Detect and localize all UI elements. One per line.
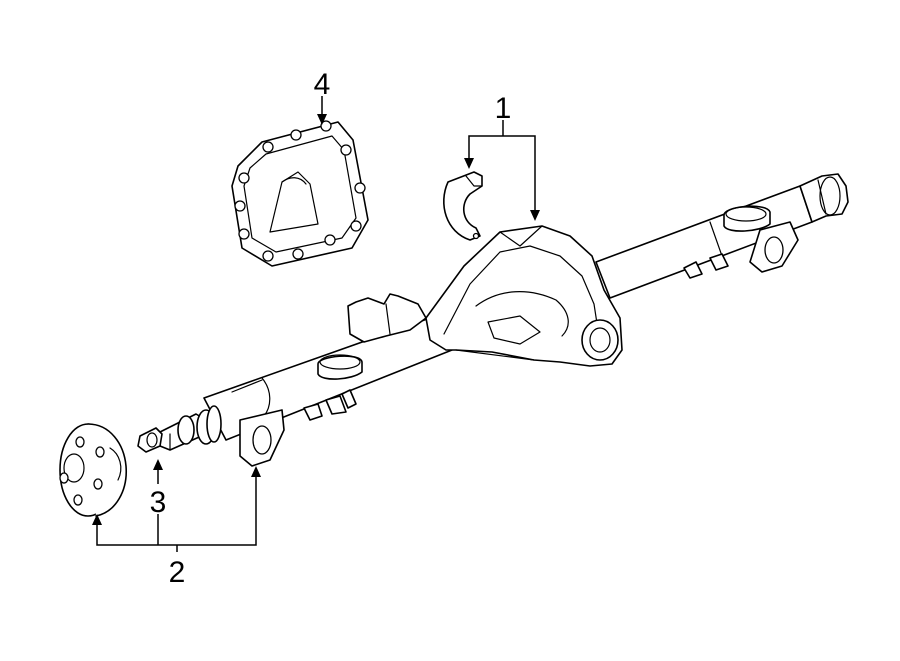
axle-shaft[interactable] bbox=[159, 405, 222, 451]
callout-1: 1 bbox=[495, 92, 512, 125]
axle-housing[interactable] bbox=[203, 173, 849, 467]
differential-cover[interactable] bbox=[231, 120, 369, 267]
bearing-cap[interactable] bbox=[443, 171, 483, 241]
callout-4: 4 bbox=[314, 68, 331, 101]
callout-2: 2 bbox=[169, 556, 186, 589]
callout-3: 3 bbox=[150, 486, 167, 519]
axle-retainer[interactable] bbox=[137, 427, 163, 453]
callout-leaders bbox=[92, 96, 540, 552]
axle-flange[interactable] bbox=[59, 423, 127, 517]
